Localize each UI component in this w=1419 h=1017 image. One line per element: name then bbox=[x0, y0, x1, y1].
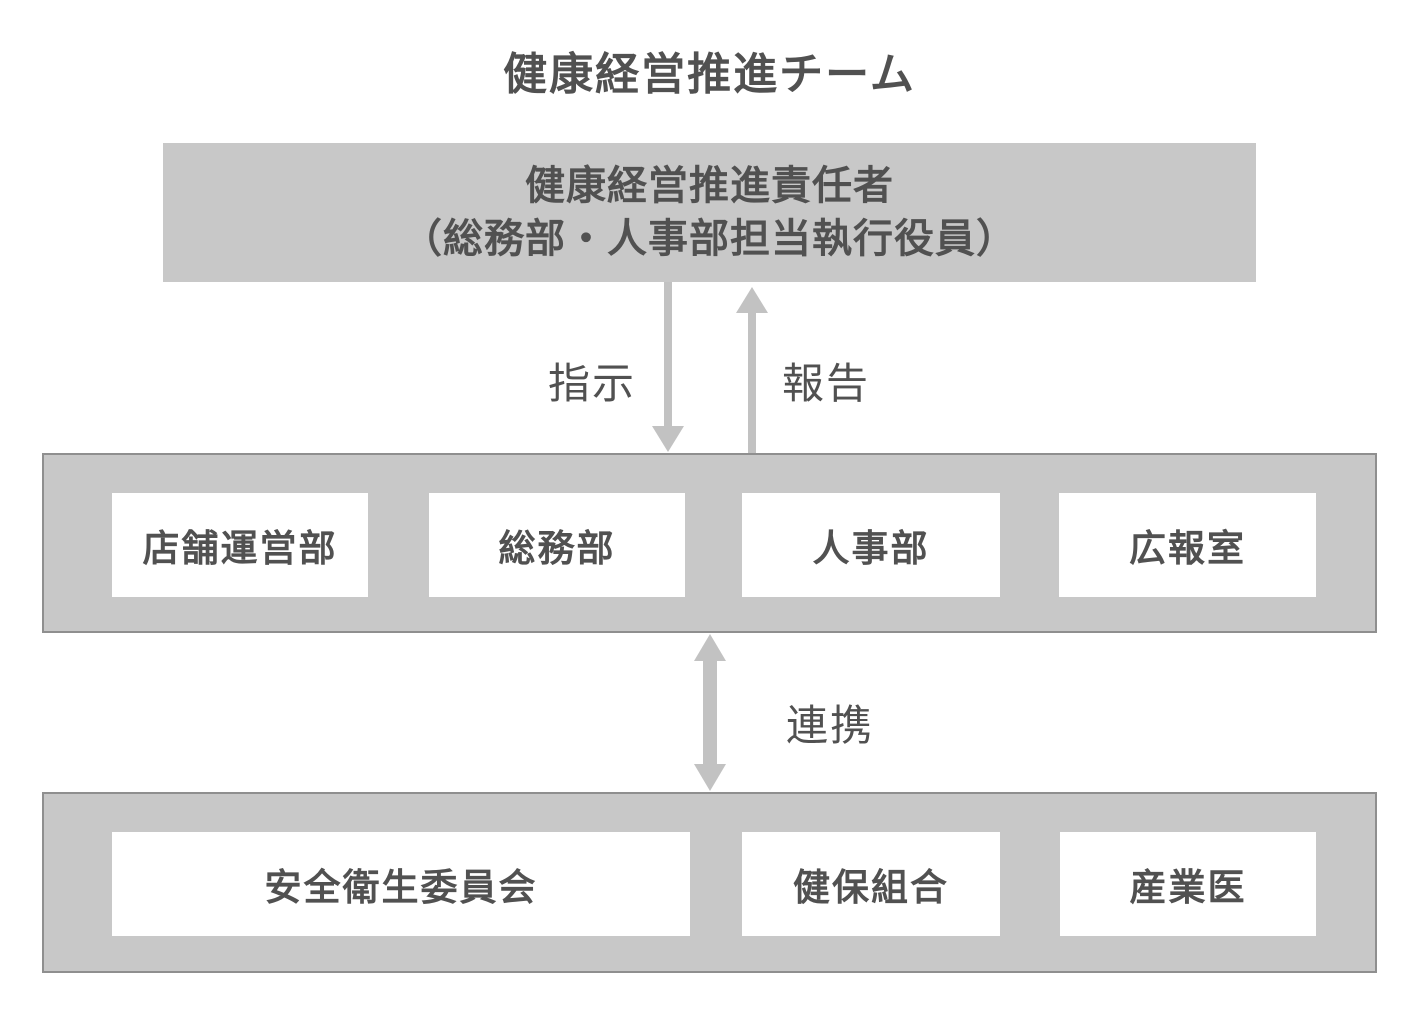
leader-box: 健康経営推進責任者 （総務部・人事部担当執行役員） bbox=[163, 143, 1256, 282]
report-label: 報告 bbox=[782, 360, 871, 407]
instruction-label: 指示 bbox=[548, 360, 637, 407]
partner-box-safety-health-committee: 安全衛生委員会 bbox=[112, 832, 690, 936]
department-box-human-resources: 人事部 bbox=[742, 493, 1000, 597]
department-box-public-relations: 広報室 bbox=[1059, 493, 1316, 597]
arrow-down-icon bbox=[652, 282, 684, 452]
department-box-store-operations: 店舗運営部 bbox=[112, 493, 368, 597]
partner-box-health-insurance-union: 健保組合 bbox=[742, 832, 1000, 936]
partner-box-occupational-physician: 産業医 bbox=[1060, 832, 1316, 936]
page-title: 健康経営推進チーム bbox=[503, 50, 916, 99]
arrow-up-icon bbox=[736, 287, 768, 453]
arrow-double-icon bbox=[694, 634, 726, 791]
partners-band: 安全衛生委員会 健保組合 産業医 bbox=[42, 792, 1377, 973]
departments-band: 店舗運営部 総務部 人事部 広報室 bbox=[42, 453, 1377, 633]
leader-box-line1: 健康経営推進責任者 bbox=[525, 163, 894, 208]
leader-box-line2: （総務部・人事部担当執行役員） bbox=[402, 216, 1017, 261]
department-box-general-affairs: 総務部 bbox=[429, 493, 685, 597]
cooperation-label: 連携 bbox=[786, 702, 875, 749]
